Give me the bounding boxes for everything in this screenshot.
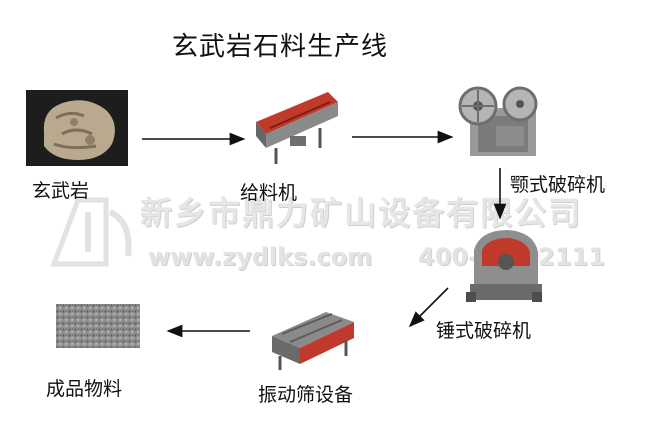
- hammer-crusher-icon: [466, 230, 542, 302]
- step-label-basalt: 玄武岩: [32, 180, 90, 202]
- step-label-hammer-crusher: 锤式破碎机: [436, 320, 532, 342]
- jaw-crusher-icon: [458, 86, 538, 156]
- step-label-feeder: 给料机: [240, 182, 298, 204]
- arrow-hammer-to-screen: [408, 287, 449, 328]
- vibrating-screen-icon: [272, 312, 354, 370]
- step-label-screen: 振动筛设备: [258, 384, 354, 406]
- basalt-rock-icon: [26, 90, 128, 166]
- vibrating-feeder-icon: [256, 92, 338, 164]
- watermark-company: 新乡市鼎力矿山设备有限公司: [140, 194, 583, 232]
- company-logo-icon: [50, 197, 132, 267]
- finished-gravel-icon: [56, 304, 140, 348]
- step-label-finished: 成品物料: [46, 378, 123, 400]
- watermark-website: www.zydlks.com: [148, 243, 373, 271]
- step-label-jaw-crusher: 颚式破碎机: [510, 174, 606, 196]
- diagram-title: 玄武岩石料生产线: [172, 32, 389, 62]
